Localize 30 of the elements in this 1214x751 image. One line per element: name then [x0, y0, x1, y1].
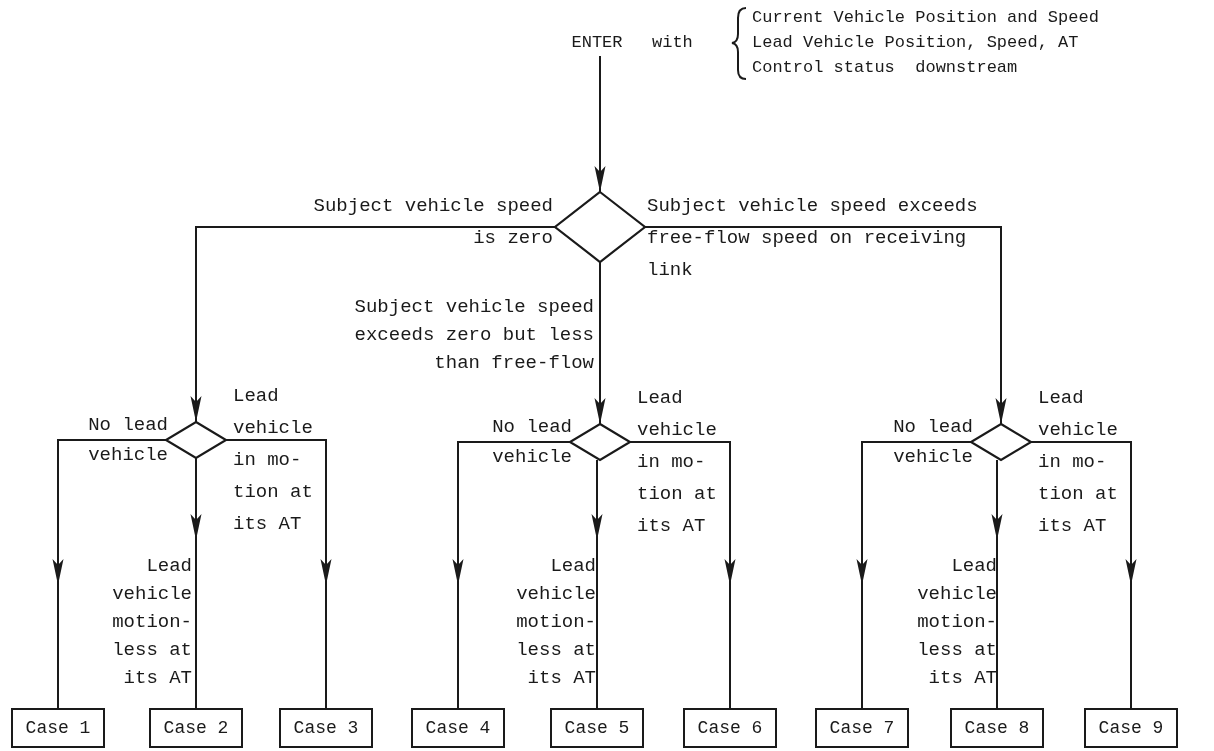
case-box: Case 3: [279, 708, 373, 748]
edge-label: Lead vehicle in mo- tion at its AT: [1038, 386, 1119, 539]
case-box: Case 4: [411, 708, 505, 748]
decision-diamond: [555, 192, 645, 262]
case-box: Case 8: [950, 708, 1044, 748]
edge-label: No lead vehicle: [87, 413, 168, 468]
input-item: Current Vehicle Position and Speed: [752, 7, 1099, 29]
edge-label: No lead vehicle: [892, 415, 973, 470]
decision-diamond: [570, 424, 630, 460]
edge-label: Subject vehicle speed exceeds zero but less than free-flow: [353, 295, 594, 376]
case-box: Case 9: [1084, 708, 1178, 748]
decision-diamond: [166, 422, 226, 458]
edge-label: No lead vehicle: [491, 415, 572, 470]
edge-label: Lead vehicle motion- less at its AT: [916, 554, 997, 691]
input-item: Lead Vehicle Position, Speed, AT: [752, 32, 1079, 54]
case-box: Case 5: [550, 708, 644, 748]
note-text: with: [652, 32, 693, 54]
edge-label: Subject vehicle speed is zero: [312, 194, 553, 251]
start-label: ENTER: [567, 30, 627, 56]
edge-label: Lead vehicle in mo- tion at its AT: [233, 384, 314, 537]
edge-label: Subject vehicle speed exceeds free-flow speed on receiving link: [647, 194, 979, 283]
edge-label: Lead vehicle motion- less at its AT: [515, 554, 596, 691]
case-box: Case 2: [149, 708, 243, 748]
case-box: Case 6: [683, 708, 777, 748]
decision-diamond: [971, 424, 1031, 460]
case-box: Case 1: [11, 708, 105, 748]
case-box: Case 7: [815, 708, 909, 748]
edge-label: Lead vehicle in mo- tion at its AT: [637, 386, 718, 539]
edge-label: Lead vehicle motion- less at its AT: [111, 554, 192, 691]
input-item: Control status downstream: [752, 57, 1018, 79]
